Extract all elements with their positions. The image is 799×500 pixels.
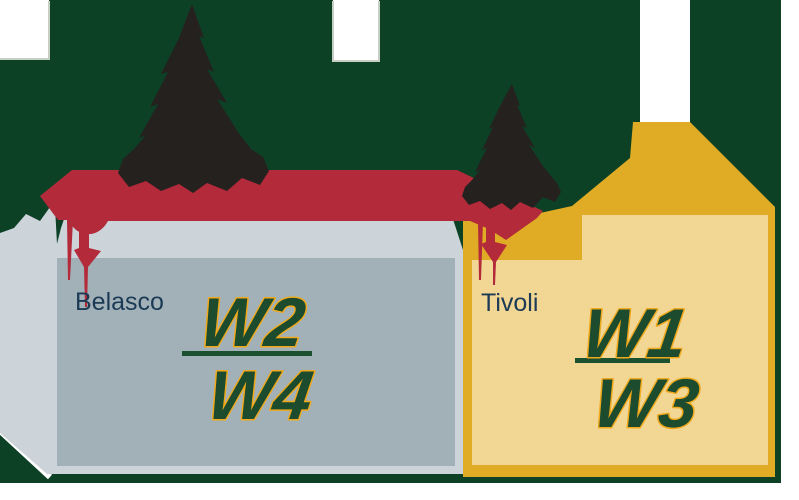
street-gap-top-center: [333, 0, 379, 61]
tree-large-icon: [118, 4, 269, 193]
tivoli-ward-top-label: W1: [578, 294, 692, 372]
belasco-ward-bottom-label: W4: [203, 356, 317, 434]
tivoli-building-inner: [472, 215, 768, 465]
belasco-name-label: Belasco: [75, 288, 164, 316]
ward-labels-group: W2 W4 W1 W3: [194, 282, 705, 444]
entrance-arrow-tivoli-icon: [478, 222, 507, 285]
street-gap-top-left: [0, 0, 49, 59]
tivoli-name-label: Tivoli: [481, 289, 538, 317]
entrance-arrow-belasco-icon: [67, 220, 101, 307]
street-gap-top-center-edge: [332, 1, 380, 62]
belasco-ward-divider: [182, 351, 312, 356]
street-gap-top-right: [640, 0, 690, 122]
belasco-building-inner: [57, 258, 455, 466]
tree-small-icon: [462, 84, 561, 210]
tivoli-ward-divider: [575, 358, 670, 363]
tivoli-ward-bottom-label: W3: [589, 364, 703, 442]
belasco-ward-top-label: W2: [196, 283, 310, 361]
street-gap-top-left-edge: [0, 1, 50, 60]
